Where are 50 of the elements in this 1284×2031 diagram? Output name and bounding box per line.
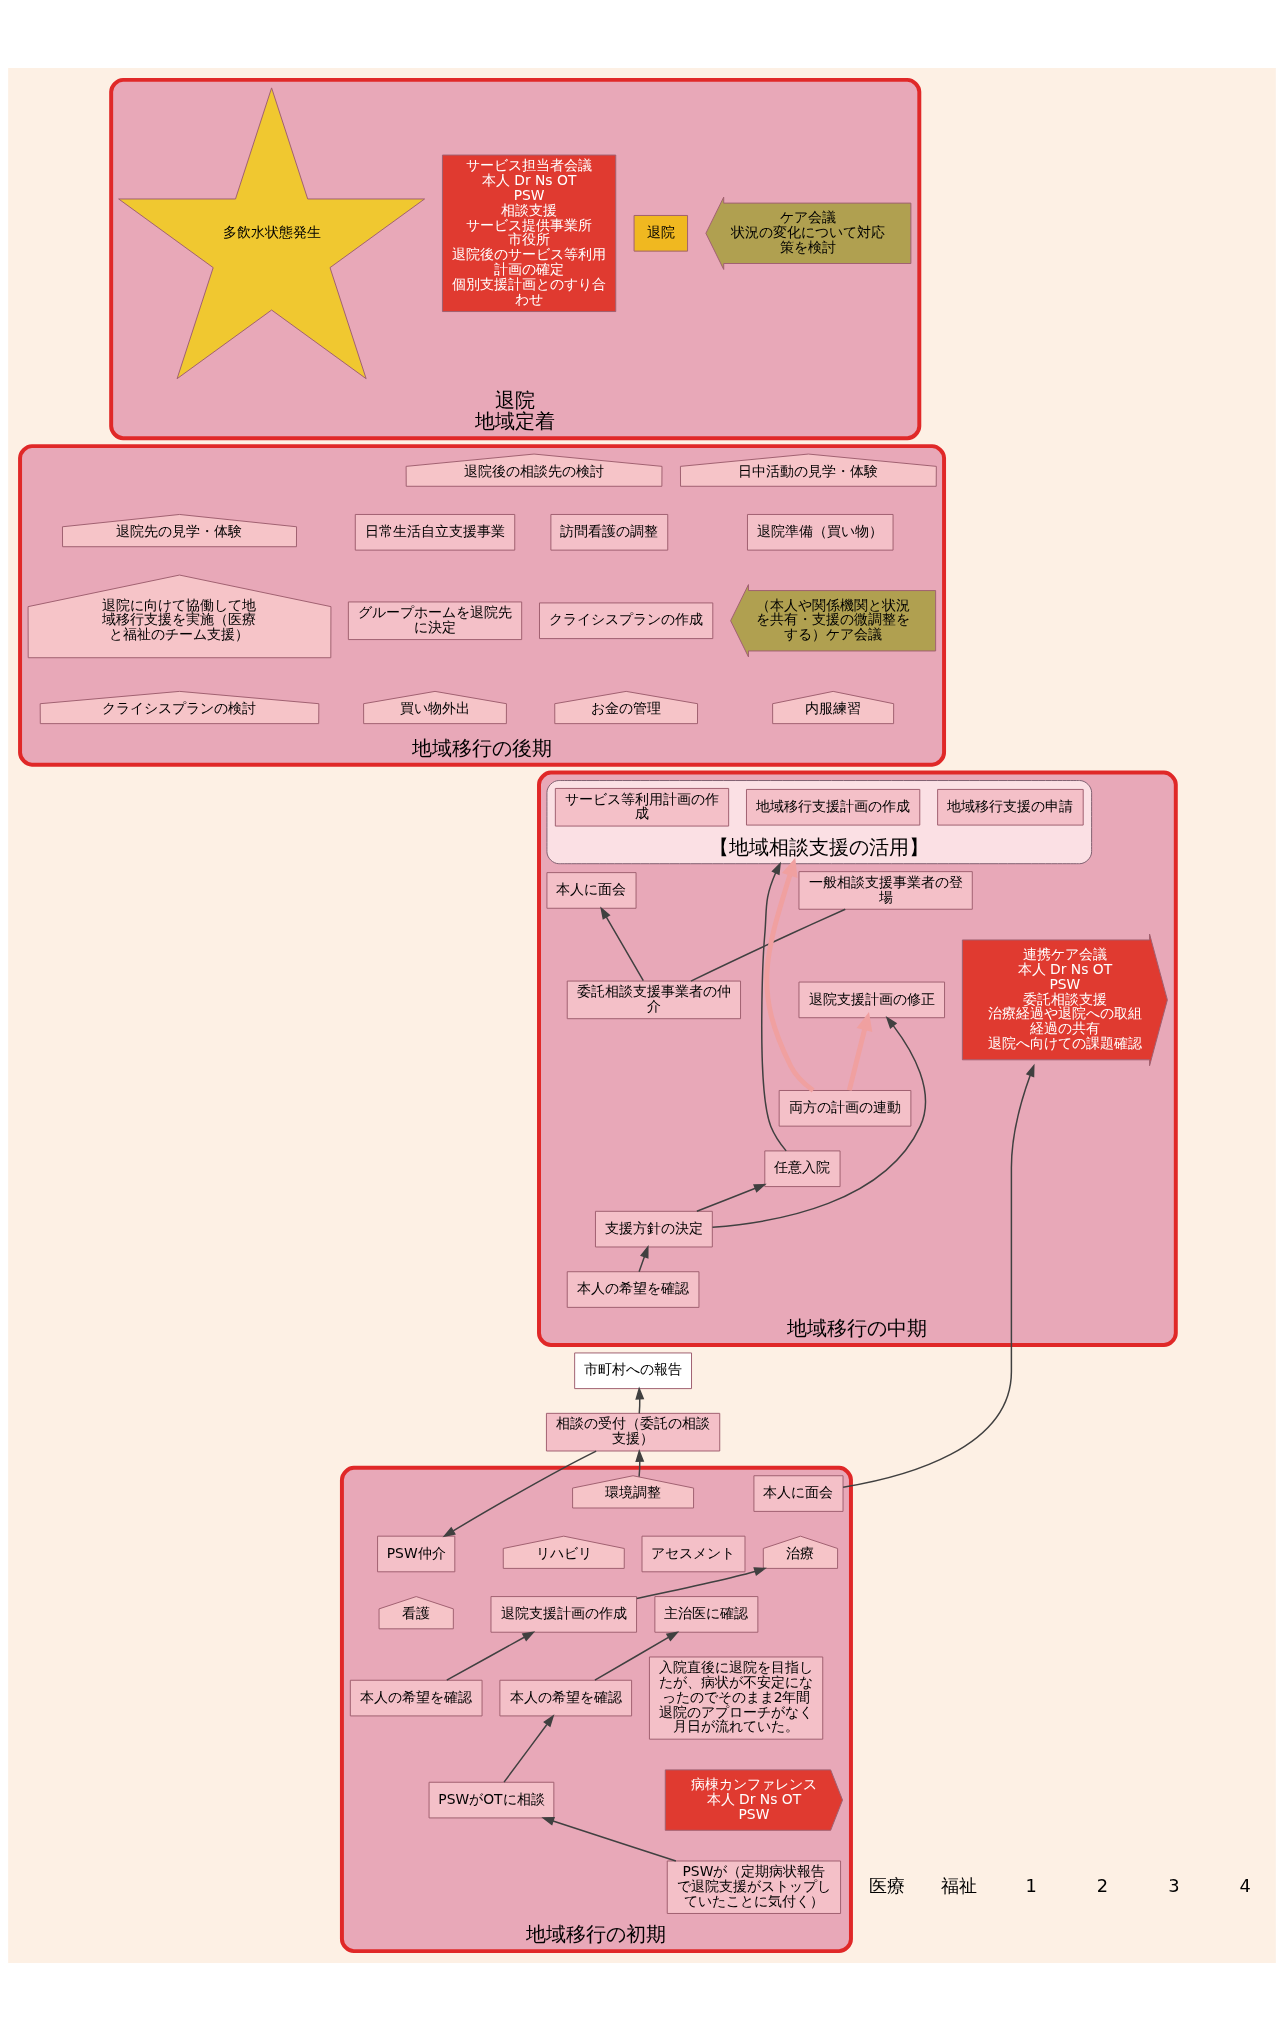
node-box: グループホームを退院先に決定 [347, 601, 523, 641]
node-box: 両方の計画の連動 [778, 1090, 912, 1127]
arrow [761, 861, 787, 1152]
node-box: 退院支援計画の修正 [798, 981, 946, 1019]
node-box: 本人の希望を確認 [499, 1679, 633, 1717]
node-box: サービス担当者会議 本人 Dr Ns OT PSW 相談支援 サービス提供事業所 市役所 退院後のサービス等利用計画の確定 個別支援計画とのすり合わせ [441, 154, 617, 313]
node-box: 本人に面会 [546, 872, 637, 909]
label: 2 [1096, 1874, 1109, 1896]
arrow [638, 1245, 649, 1273]
arrow [636, 1567, 767, 1600]
label: 1 [1025, 1874, 1037, 1896]
node-box: 市町村への報告 [574, 1352, 692, 1390]
arrow [541, 1816, 677, 1862]
node-box: 本人の希望を確認 [566, 1271, 700, 1308]
node-box: 退院準備（買い物） [746, 513, 894, 551]
arrow [594, 1631, 680, 1681]
arrow [846, 1011, 873, 1091]
arrow [446, 1631, 536, 1681]
label: 4 [1239, 1874, 1251, 1896]
label: 3 [1168, 1874, 1180, 1896]
label: 福祉 [940, 1874, 977, 1896]
node-box: 本人の希望を確認 [349, 1679, 483, 1717]
label: 医療 [868, 1874, 905, 1896]
node-box: 相談の受付（委託の相談支援） [545, 1412, 721, 1452]
node-box: 地域移行支援の申請 [937, 788, 1084, 826]
arrow [711, 1016, 927, 1228]
node-box: 退院支援計画の作成 [490, 1596, 638, 1633]
node-box: 訪問看護の調整 [550, 513, 669, 551]
arrow [842, 1063, 1035, 1488]
arrow [503, 1714, 555, 1783]
node-box: 入院直後に退院を目指したが、病状が不安定になったのでそのまま2年間退院のアプローチがなく月日が流れていた。 [648, 1656, 824, 1740]
node-box: 地域移行支援計画の作成 [746, 788, 921, 826]
arrow [764, 857, 815, 1093]
node-box: サービス等利用計画の作成 [554, 787, 730, 827]
connector [690, 908, 847, 982]
node-box: 委託相談支援事業者の仲介 [566, 980, 742, 1020]
node-box: 任意入院 [764, 1150, 841, 1188]
node-box: アセスメント [641, 1535, 746, 1573]
arrow [696, 1183, 767, 1212]
node-box: PSWが（定期病状報告で退院支援がストップしていたことに気付く） [666, 1860, 842, 1914]
node-box: 主治医に確認 [654, 1596, 759, 1633]
arrow [600, 906, 645, 982]
node-box: 退院 [633, 214, 689, 252]
node-box: 一般相談支援事業者の登場 [798, 871, 973, 910]
node-box: クライシスプランの作成 [539, 602, 714, 640]
node-box: 支援方針の決定 [594, 1210, 713, 1248]
node-box: 本人に面会 [753, 1475, 844, 1512]
node-box: PSWがOTに相談 [428, 1781, 555, 1819]
node-box: 日常生活自立支援事業 [354, 513, 516, 551]
node-box: PSW仲介 [377, 1535, 456, 1573]
